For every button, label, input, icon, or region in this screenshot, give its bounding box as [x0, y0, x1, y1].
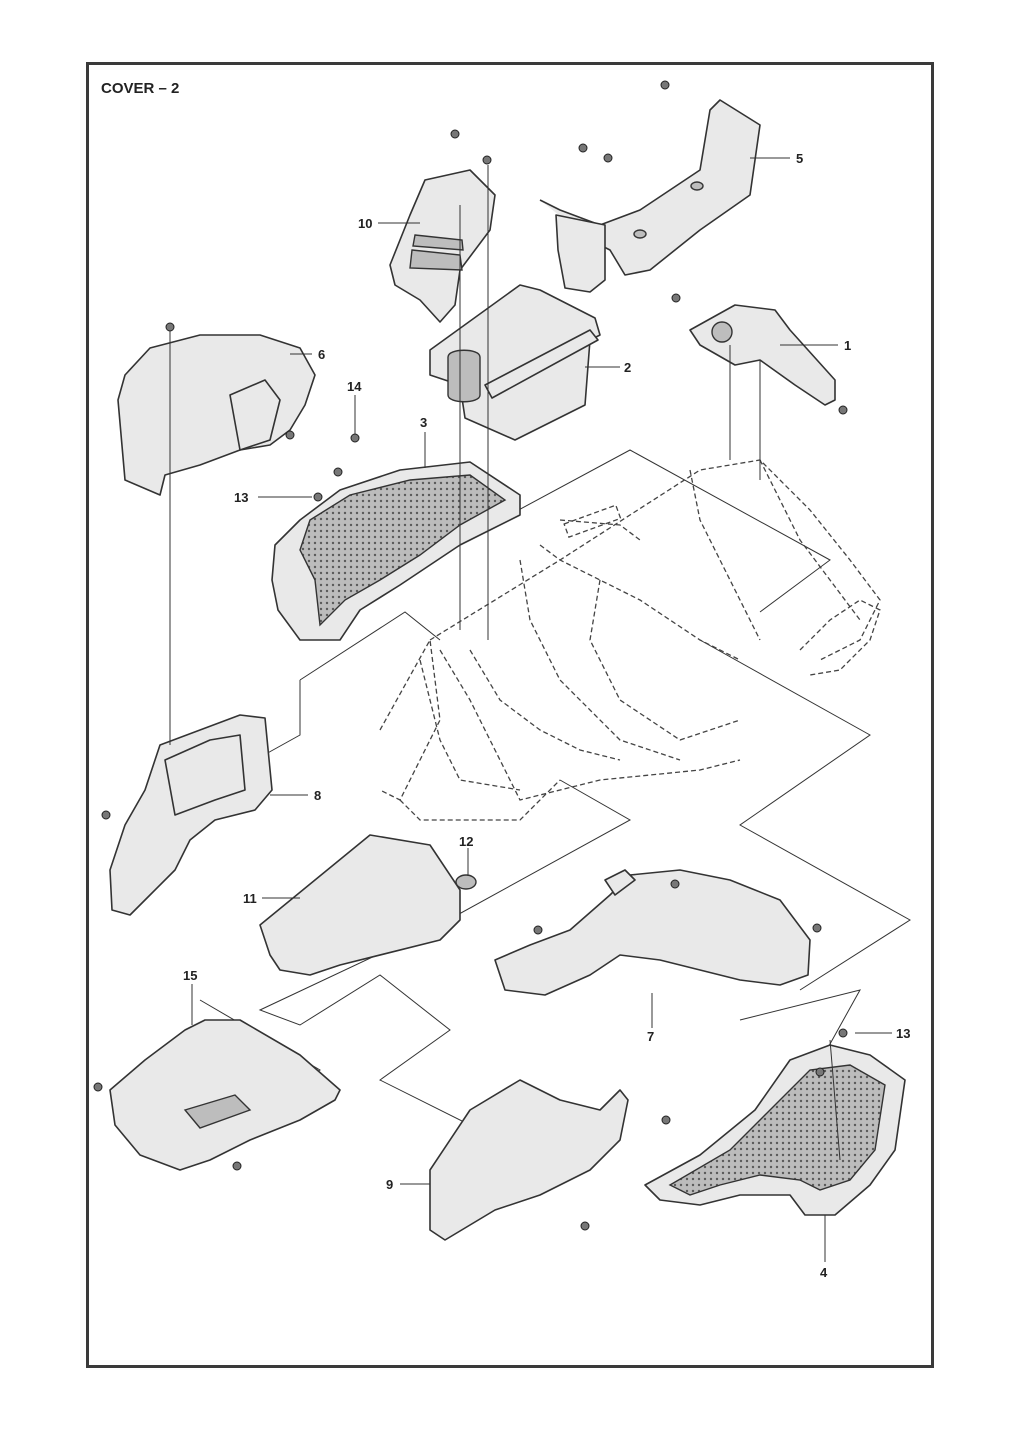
callout-4: 4	[820, 1265, 828, 1280]
callout-6: 6	[318, 347, 325, 362]
part-5-rear-cover	[539, 99, 761, 293]
callout-7: 7	[647, 1029, 654, 1044]
leader-lines	[169, 157, 892, 1262]
bolt-icon	[812, 923, 822, 933]
diagram-title: COVER – 2	[101, 80, 179, 97]
bolt-icon	[671, 293, 681, 303]
bolt-icon	[450, 129, 460, 139]
part-1-headlight-cover	[689, 304, 836, 406]
bolt-icon	[232, 1161, 242, 1171]
callout-9: 9	[386, 1177, 393, 1192]
callout-5: 5	[796, 151, 803, 166]
diagram-border	[86, 62, 934, 1368]
part-6-side-fender	[117, 334, 316, 496]
atv-frame	[379, 459, 881, 821]
bolt-icon	[165, 322, 175, 332]
part-2-storage-box	[429, 284, 601, 441]
callout-13-lower: 13	[896, 1026, 910, 1041]
part-4-right-footrest	[644, 1044, 906, 1216]
part-12-grommet	[455, 874, 477, 890]
callout-2: 2	[624, 360, 631, 375]
part-8-left-side-cover	[109, 714, 273, 916]
part-3-left-footrest	[271, 461, 521, 641]
bolt-icon	[93, 1082, 103, 1092]
part-7-front-fender	[494, 869, 811, 996]
callout-14: 14	[347, 379, 362, 394]
bolt-icon	[838, 1028, 848, 1038]
callout-8: 8	[314, 788, 321, 803]
callout-11: 11	[243, 891, 257, 906]
callout-3: 3	[420, 415, 427, 430]
bolt-icon	[660, 80, 670, 90]
part-15-lower-guard	[109, 1019, 341, 1171]
callout-1: 1	[844, 338, 851, 353]
bolt-icon	[333, 467, 343, 477]
bolt-icon	[603, 153, 613, 163]
bolt-icon	[533, 925, 543, 935]
bolt-icon	[101, 810, 111, 820]
bolt-icon	[815, 1067, 825, 1077]
callout-10: 10	[358, 216, 372, 231]
fasteners	[93, 80, 848, 1231]
callout-15: 15	[183, 968, 197, 983]
callout-labels: 1 2 3 4 5 6 7 8 9 10 11 12 13 13 14 15	[183, 151, 910, 1280]
part-11-center-tunnel	[259, 834, 461, 976]
bolt-icon	[482, 155, 492, 165]
bolt-icon	[578, 143, 588, 153]
part-9-lower-front-guard	[429, 1079, 629, 1241]
bolt-icon	[838, 405, 848, 415]
bolt-icon	[661, 1115, 671, 1125]
part-10-front-upper-cover	[389, 169, 496, 323]
bolt-icon	[670, 879, 680, 889]
bolt-icon	[313, 492, 323, 502]
bolt-icon	[350, 433, 360, 443]
callout-12: 12	[459, 834, 473, 849]
bolt-icon	[580, 1221, 590, 1231]
callout-13-upper: 13	[234, 490, 248, 505]
bolt-icon	[285, 430, 295, 440]
